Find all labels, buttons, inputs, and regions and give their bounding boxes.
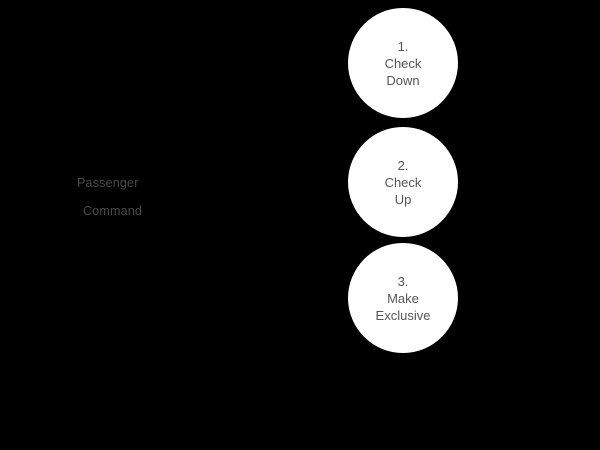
step-3-line-2: Make bbox=[387, 290, 419, 306]
step-2-text: 2. Check Up bbox=[348, 157, 458, 208]
step-1-text: 1. Check Down bbox=[348, 38, 458, 89]
step-1-line-3: Down bbox=[386, 72, 420, 88]
step-2-line-2: Check bbox=[384, 174, 422, 190]
step-circle-2[interactable]: 2. Check Up bbox=[348, 127, 458, 237]
actor-label-passenger-command: Passenger Command bbox=[77, 162, 247, 232]
step-2-line-3: Up bbox=[394, 191, 412, 207]
actor-label-line-1: Passenger bbox=[77, 176, 139, 190]
step-circle-1[interactable]: 1. Check Down bbox=[348, 8, 458, 118]
step-2-number: 2. bbox=[397, 157, 409, 173]
step-3-line-3: Exclusive bbox=[375, 307, 431, 323]
step-3-text: 3. Make Exclusive bbox=[348, 273, 458, 324]
step-3-number: 3. bbox=[397, 273, 409, 289]
step-1-number: 1. bbox=[397, 38, 409, 54]
step-circle-3[interactable]: 3. Make Exclusive bbox=[348, 243, 458, 353]
actor-label-line-2: Command bbox=[83, 204, 143, 218]
step-1-line-2: Check bbox=[384, 55, 422, 71]
